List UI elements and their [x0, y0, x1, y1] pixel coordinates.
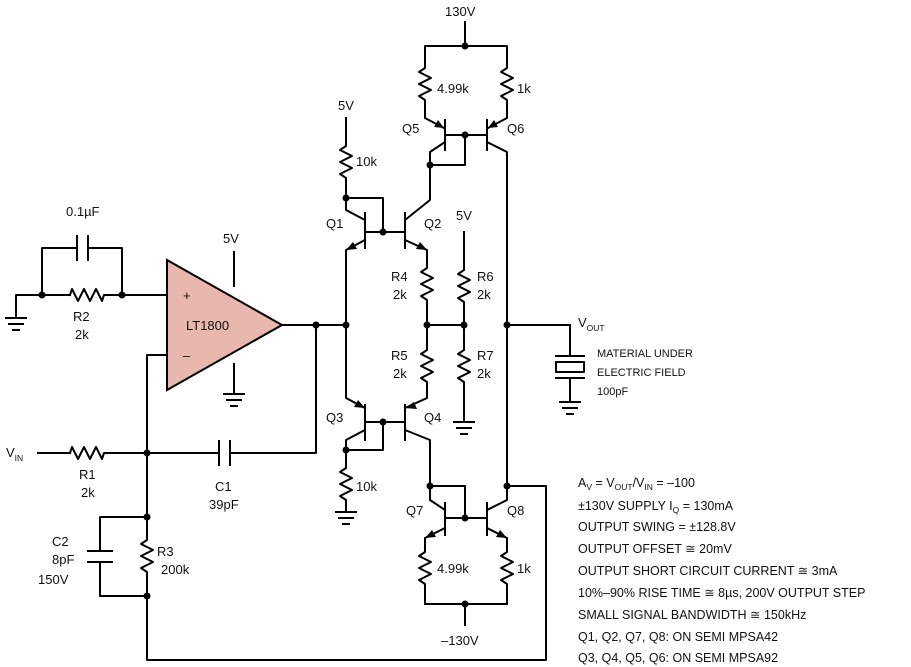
- c2-rating: 150V: [38, 572, 69, 587]
- spec-swing: OUTPUT SWING = ±128.8V: [578, 520, 736, 534]
- r499-top-value: 4.99k: [437, 81, 469, 96]
- resistor-r6: [457, 263, 471, 326]
- vin-label: VIN: [6, 445, 23, 463]
- ground-10k: [335, 511, 357, 525]
- r7-name: R7: [477, 348, 494, 363]
- r2-name: R2: [73, 309, 90, 324]
- q3-label: Q3: [326, 410, 343, 425]
- bottom-rail: –130V: [424, 600, 508, 648]
- cf-value: 0.1µF: [66, 204, 100, 219]
- vout-label: VOUT: [578, 315, 605, 333]
- supply-5v-opamp-label: 5V: [223, 231, 239, 246]
- r1-value: 2k: [81, 485, 95, 500]
- transistor-q1: Q1: [326, 197, 367, 326]
- ground-opamp: [223, 393, 245, 407]
- r2-value: 2k: [75, 327, 89, 342]
- r499-bottom-value: 4.99k: [437, 561, 469, 576]
- transistor-q8: Q8: [485, 324, 524, 549]
- r10k-top-value: 10k: [356, 154, 377, 169]
- resistor-r2: [68, 288, 123, 302]
- ground-r7: [453, 421, 475, 435]
- supply-minus130v-label: –130V: [441, 633, 479, 648]
- load-line1: MATERIAL UNDER: [597, 348, 693, 360]
- resistor-4k99-bottom: [418, 547, 432, 605]
- resistor-10k-top: [339, 139, 353, 187]
- q2-label: Q2: [424, 216, 441, 231]
- transistor-q6: Q6: [485, 105, 524, 326]
- resistor-r4: [420, 261, 434, 326]
- resistor-1k-bottom: [500, 547, 514, 605]
- r3-name: R3: [157, 544, 174, 559]
- supply-130v-label: 130V: [445, 4, 476, 19]
- spec-bandwidth: SMALL SIGNAL BANDWIDTH ≅ 150kHz: [578, 608, 806, 622]
- resistor-r5: [420, 324, 434, 391]
- spec-short-circuit: OUTPUT SHORT CIRCUIT CURRENT ≅ 3mA: [578, 564, 838, 578]
- opamp-plus: +: [183, 288, 191, 303]
- resistor-4k99-top: [418, 63, 432, 107]
- load-line3: 100pF: [597, 386, 628, 398]
- q6-label: Q6: [507, 121, 524, 136]
- q7-label: Q7: [406, 503, 423, 518]
- resistor-10k-bottom: [339, 449, 353, 513]
- opamp-lt1800: + – LT1800: [166, 258, 285, 392]
- resistor-r1: [68, 446, 148, 460]
- q5-label: Q5: [402, 121, 419, 136]
- transistor-q4: Q4: [403, 389, 441, 487]
- q8-label: Q8: [507, 503, 524, 518]
- resistor-r7: [457, 324, 471, 423]
- resistor-r3: [140, 516, 154, 597]
- resistor-1k-top: [500, 63, 514, 107]
- spec-pnp-parts: Q3, Q4, Q5, Q6: ON SEMI MPSA92: [578, 651, 778, 665]
- opamp-minus: –: [183, 348, 191, 363]
- ground-plus: [5, 317, 27, 331]
- r3-value: 200k: [161, 562, 190, 577]
- r5-value: 2k: [393, 366, 407, 381]
- r4-value: 2k: [393, 287, 407, 302]
- r1k-top-value: 1k: [517, 81, 531, 96]
- r6-name: R6: [477, 269, 494, 284]
- transistor-q5: Q5: [402, 105, 447, 171]
- r1-name: R1: [79, 467, 96, 482]
- transistor-q3: Q3: [326, 324, 367, 451]
- spec-supply: ±130V SUPPLY IQ = 130mA: [578, 499, 734, 515]
- r1k-bottom-value: 1k: [517, 561, 531, 576]
- spec-rise-time: 10%–90% RISE TIME ≅ 8µs, 200V OUTPUT STE…: [578, 586, 865, 600]
- r4-name: R4: [391, 269, 408, 284]
- transistor-q2: Q2: [403, 164, 441, 263]
- top-rail: 130V: [424, 4, 508, 65]
- load-capacitor: [555, 324, 585, 415]
- r6-value: 2k: [477, 287, 491, 302]
- r7-value: 2k: [477, 366, 491, 381]
- c2-value: 8pF: [52, 552, 74, 567]
- transistor-q7: Q7: [406, 485, 447, 549]
- c1-value: 39pF: [209, 497, 239, 512]
- c2-name: C2: [52, 534, 69, 549]
- q4-label: Q4: [424, 410, 441, 425]
- spec-offset: OUTPUT OFFSET ≅ 20mV: [578, 542, 732, 556]
- opamp-name: LT1800: [186, 318, 229, 333]
- supply-5v-r6-label: 5V: [456, 208, 472, 223]
- r5-name: R5: [391, 348, 408, 363]
- r10k-bottom-value: 10k: [356, 479, 377, 494]
- spec-list: AV = VOUT/VIN = –100 ±130V SUPPLY IQ = 1…: [578, 476, 865, 665]
- spec-gain: AV = VOUT/VIN = –100: [578, 476, 695, 492]
- supply-5v-q1-label: 5V: [338, 98, 354, 113]
- load-line2: ELECTRIC FIELD: [597, 367, 686, 379]
- spec-npn-parts: Q1, Q2, Q7, Q8: ON SEMI MPSA42: [578, 630, 778, 644]
- c1-name: C1: [215, 479, 232, 494]
- q1-label: Q1: [326, 216, 343, 231]
